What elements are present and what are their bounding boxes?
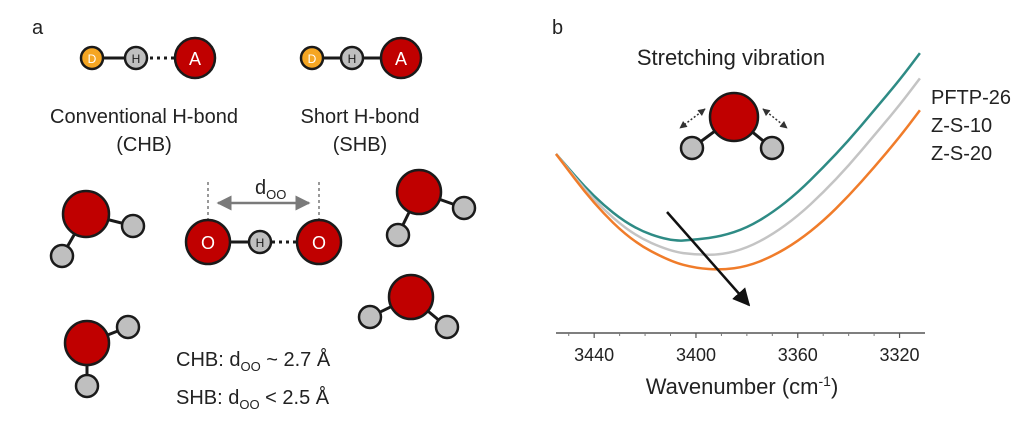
panel-a: a D H A D H A Conventional H-bond (CHB) … bbox=[32, 17, 477, 412]
x-tick-label: 3360 bbox=[778, 345, 818, 365]
hydrogen-atom bbox=[123, 45, 149, 71]
chart-title: Stretching vibration bbox=[637, 45, 825, 70]
shb-distance-text: SHB: dOO < 2.5 Å bbox=[176, 386, 330, 412]
legend-label-z-s-10: Z-S-10 bbox=[931, 115, 992, 137]
donor-atom-label: D bbox=[88, 52, 97, 66]
chb-name: Conventional H-bond bbox=[50, 106, 238, 128]
legend-label-z-s-20: Z-S-20 bbox=[931, 143, 992, 165]
x-tick-label: 3440 bbox=[574, 345, 614, 365]
oo-distance-diagram: dOO O H O bbox=[184, 177, 343, 266]
acceptor-atom-label: A bbox=[189, 49, 201, 69]
hydrogen-atom-label: H bbox=[348, 52, 357, 66]
chb-schematic: D H A bbox=[79, 36, 217, 80]
hydrogen-atom-label: H bbox=[256, 236, 265, 250]
acceptor-atom-label: A bbox=[395, 49, 407, 69]
water-molecule bbox=[63, 314, 141, 399]
shb-abbrev: (SHB) bbox=[333, 134, 387, 156]
x-tick-label: 3320 bbox=[880, 345, 920, 365]
shb-name: Short H-bond bbox=[301, 106, 420, 128]
trend-arrow bbox=[666, 211, 751, 307]
x-tick-label: 3400 bbox=[676, 345, 716, 365]
panel-a-label: a bbox=[32, 17, 44, 39]
stretch-arrow-left bbox=[679, 108, 706, 129]
hydrogen-atom-label: H bbox=[132, 52, 141, 66]
chb-abbrev: (CHB) bbox=[116, 134, 172, 156]
series-line-pftp-26 bbox=[555, 52, 921, 242]
series-line-z-s-10 bbox=[555, 77, 921, 257]
legend-label-pftp-26: PFTP-26 bbox=[931, 87, 1011, 109]
water-molecule bbox=[357, 273, 460, 340]
oxygen-atom-label: O bbox=[201, 233, 215, 253]
hydrogen-atom bbox=[339, 45, 365, 71]
water-molecule bbox=[49, 189, 146, 269]
stretching-water-icon bbox=[679, 91, 788, 161]
oxygen-atom bbox=[295, 218, 343, 266]
donor-atom bbox=[299, 45, 325, 71]
series-line-z-s-20 bbox=[555, 109, 921, 271]
stretch-arrow-right bbox=[762, 108, 788, 129]
spectrum-chart: 3440 3400 3360 3320 PFTP-26Z-S-10Z-S-20 Wav… bbox=[555, 52, 1011, 399]
acceptor-atom bbox=[173, 36, 217, 80]
donor-atom-label: D bbox=[308, 52, 317, 66]
shb-schematic: D H A bbox=[299, 36, 423, 80]
panel-b-label: b bbox=[552, 17, 563, 39]
oxygen-atom-label: O bbox=[312, 233, 326, 253]
acceptor-atom bbox=[379, 36, 423, 80]
hydrogen-atom bbox=[247, 229, 273, 255]
chb-distance-text: CHB: dOO ~ 2.7 Å bbox=[176, 348, 331, 374]
water-molecule bbox=[385, 168, 477, 248]
x-axis-title: Wavenumber (cm-1) bbox=[646, 373, 839, 399]
donor-atom bbox=[79, 45, 105, 71]
oxygen-atom bbox=[184, 218, 232, 266]
distance-label: dOO bbox=[255, 177, 286, 202]
panel-b: b Stretching vibration 3440 3400 3360 3320 … bbox=[552, 17, 1011, 399]
